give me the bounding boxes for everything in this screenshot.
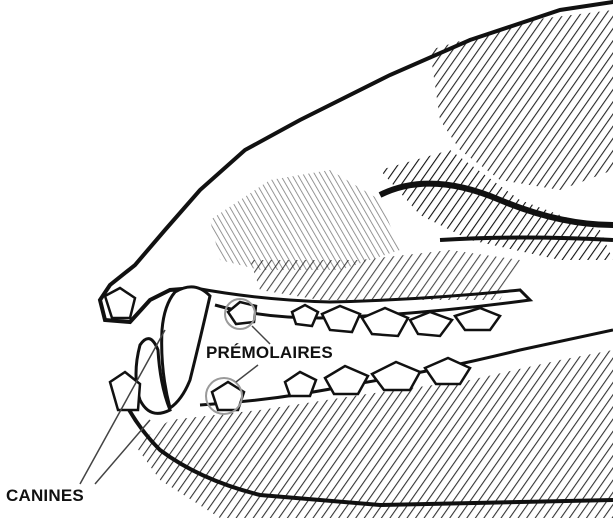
upper-canine bbox=[162, 287, 210, 408]
incisors bbox=[105, 288, 135, 318]
canines-label: CANINES bbox=[6, 486, 84, 506]
snout-shading bbox=[210, 170, 400, 270]
premolars-label: PRÉMOLAIRES bbox=[206, 343, 333, 363]
